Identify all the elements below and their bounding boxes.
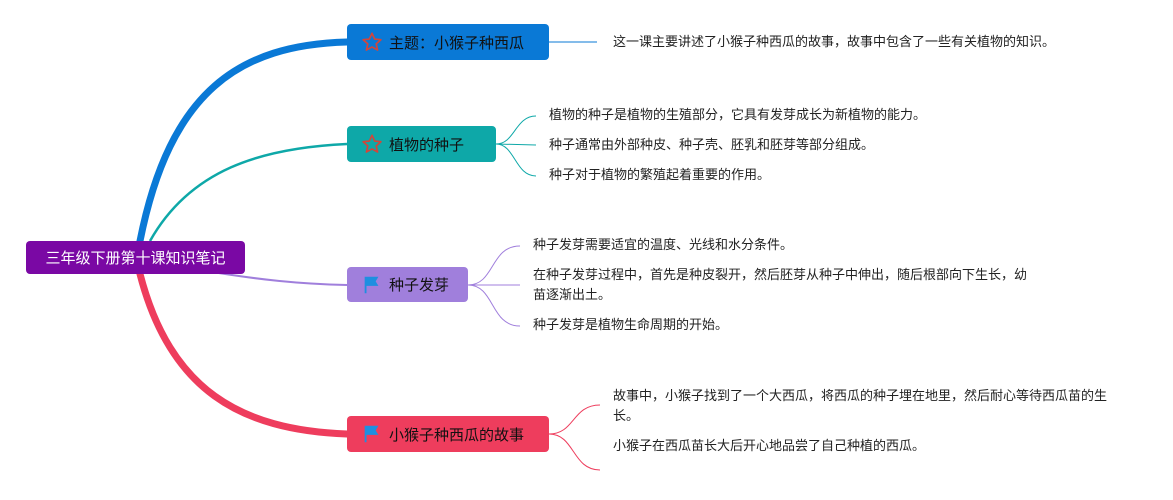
- leaf-line-3-3: [467, 284, 521, 327]
- topic-label: 小猴子种西瓜的故事: [389, 425, 525, 444]
- root-label: 三年级下册第十课知识笔记: [45, 249, 226, 267]
- leaf-text: 种子通常由外部种皮、种子壳、胚乳和胚芽等部分组成。: [549, 138, 875, 153]
- root-node[interactable]: 三年级下册第十课知识笔记: [26, 241, 245, 274]
- topic-node-theme[interactable]: 主题：小猴子种西瓜: [347, 24, 549, 60]
- leaf-note[interactable]: 小猴子在西瓜苗长大后开心地品尝了自己种植的西瓜。: [613, 437, 1113, 457]
- leaf-text: 故事中，小猴子找到了一个大西瓜，将西瓜的种子埋在地里，然后耐心等待西瓜苗的生长。: [613, 389, 1108, 424]
- leaf-text: 小猴子在西瓜苗长大后开心地品尝了自己种植的西瓜。: [613, 439, 926, 454]
- leaf-note[interactable]: 植物的种子是植物的生殖部分，它具有发芽成长为新植物的能力。: [549, 106, 969, 126]
- branch-line-2: [148, 142, 348, 242]
- topic-label: 主题：小猴子种西瓜: [389, 33, 525, 52]
- topic-label: 植物的种子: [389, 135, 465, 154]
- topic-node-story[interactable]: 小猴子种西瓜的故事: [347, 416, 549, 452]
- topic-label: 种子发芽: [389, 276, 450, 294]
- leaf-note[interactable]: 种子对于植物的繁殖起着重要的作用。: [549, 166, 969, 186]
- star-icon: [361, 133, 383, 155]
- leaf-text: 在种子发芽过程中，首先是种皮裂开，然后胚芽从种子中伸出，随后根部向下生长，幼苗逐…: [533, 268, 1028, 303]
- leaf-line-4-1: [548, 404, 601, 435]
- leaf-note[interactable]: 在种子发芽过程中，首先是种皮裂开，然后胚芽从种子中伸出，随后根部向下生长，幼苗逐…: [533, 266, 1028, 306]
- leaf-text: 种子发芽需要适宜的温度、光线和水分条件。: [533, 238, 794, 253]
- leaf-note[interactable]: 这一课主要讲述了小猴子种西瓜的故事，故事中包含了一些有关植物的知识。: [613, 33, 1133, 53]
- leaf-line-2-3: [495, 143, 537, 177]
- leaf-text: 这一课主要讲述了小猴子种西瓜的故事，故事中包含了一些有关植物的知识。: [613, 35, 1056, 50]
- leaf-note[interactable]: 故事中，小猴子找到了一个大西瓜，将西瓜的种子埋在地里，然后耐心等待西瓜苗的生长。: [613, 387, 1108, 427]
- star-icon: [361, 31, 383, 53]
- flag-icon: [361, 274, 383, 296]
- leaf-line-2-2: [495, 143, 537, 146]
- branch-line-4: [136, 270, 351, 438]
- leaf-text: 种子对于植物的繁殖起着重要的作用。: [549, 168, 771, 183]
- flag-icon: [361, 423, 383, 445]
- leaf-line-4-2: [548, 433, 601, 471]
- branch-line-1: [136, 38, 351, 245]
- leaf-note[interactable]: 种子通常由外部种皮、种子壳、胚乳和胚芽等部分组成。: [549, 136, 969, 156]
- leaf-line-3-1: [467, 245, 521, 286]
- leaf-text: 植物的种子是植物的生殖部分，它具有发芽成长为新植物的能力。: [549, 108, 927, 123]
- leaf-line-2-1: [495, 115, 537, 145]
- leaf-text: 种子发芽是植物生命周期的开始。: [533, 318, 729, 333]
- topic-node-seeds[interactable]: 植物的种子: [347, 126, 496, 162]
- leaf-note[interactable]: 种子发芽需要适宜的温度、光线和水分条件。: [533, 236, 1033, 256]
- topic-node-germination[interactable]: 种子发芽: [347, 267, 468, 302]
- leaf-note[interactable]: 种子发芽是植物生命周期的开始。: [533, 316, 1033, 336]
